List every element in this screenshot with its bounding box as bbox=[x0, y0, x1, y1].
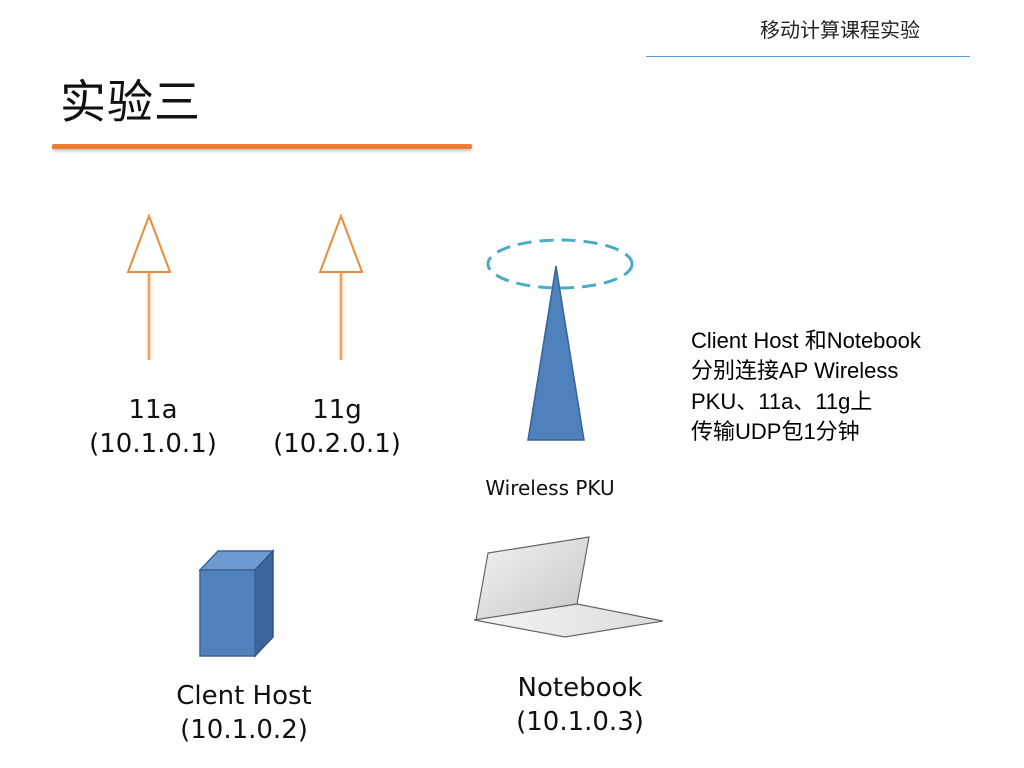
course-title: 移动计算课程实验 bbox=[760, 18, 920, 42]
notebook-name: Notebook bbox=[517, 673, 643, 703]
note-line: Client Host 和Notebook bbox=[691, 328, 921, 353]
label-11a-name: 11a bbox=[128, 395, 178, 425]
client-host-ip: (10.1.0.2) bbox=[180, 714, 308, 745]
label-11a-ip: (10.1.0.1) bbox=[89, 428, 217, 459]
client-host-label: Clent Host (10.1.0.2) bbox=[154, 680, 334, 748]
experiment-note: Client Host 和Notebook 分别连接AP Wireless PK… bbox=[691, 326, 991, 447]
notebook-icon bbox=[473, 536, 664, 638]
note-line: 传输UDP包1分钟 bbox=[691, 419, 860, 445]
slide-title: 实验三 bbox=[60, 75, 201, 129]
arrow-11a-icon bbox=[126, 213, 172, 360]
client-host-name: Clent Host bbox=[176, 681, 312, 711]
access-point-icon bbox=[486, 238, 634, 441]
arrow-11g-icon bbox=[318, 213, 364, 360]
note-line: PKU、11a、11g上 bbox=[691, 388, 873, 414]
title-underline bbox=[52, 144, 472, 149]
header-divider bbox=[646, 56, 970, 57]
label-11g-name: 11g bbox=[312, 395, 362, 425]
notebook-ip: (10.1.0.3) bbox=[516, 706, 644, 737]
notebook-label: Notebook (10.1.0.3) bbox=[495, 672, 665, 740]
note-line: 分别连接AP Wireless bbox=[691, 358, 899, 384]
client-host-icon bbox=[198, 549, 275, 658]
access-point-label: Wireless PKU bbox=[485, 476, 615, 500]
label-11a: 11a (10.1.0.1) bbox=[78, 394, 228, 462]
label-11g-ip: (10.2.0.1) bbox=[273, 428, 401, 459]
label-11g: 11g (10.2.0.1) bbox=[262, 394, 412, 462]
